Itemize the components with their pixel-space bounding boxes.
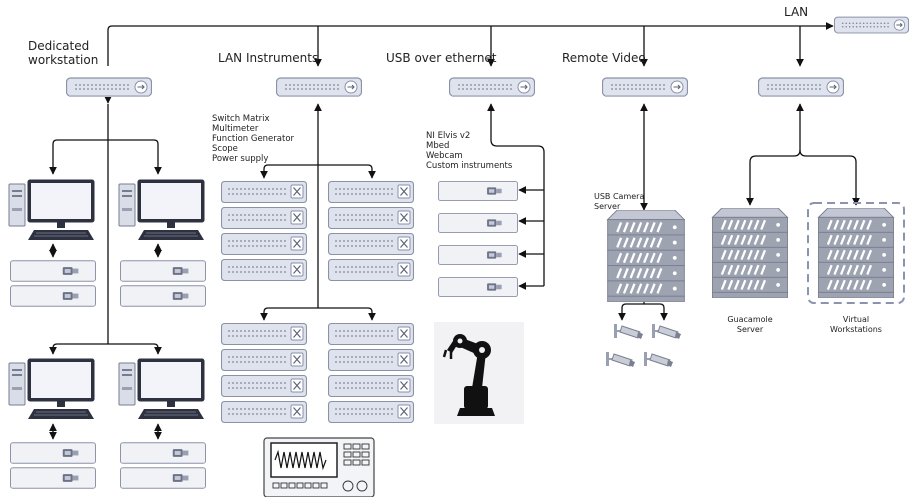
switch-dedicated-workstation [66,77,152,98]
server-rack-icon [817,208,895,298]
switch-lan-instruments [276,77,362,98]
label-usb-camera-line1: USB Camera [594,192,644,201]
label-virtual-line2: Workstations [830,325,882,334]
switch-usb-over-ethernet [449,77,535,98]
desktop-computer-icon [8,179,95,241]
list-item: NI Elvis v2 [426,131,470,141]
switch-remote-video [602,77,688,98]
label-dedicated-line1: Dedicated [28,39,89,53]
list-item: Power supply [212,154,268,164]
label-remote-video: Remote Video [562,51,646,65]
desktop-computer-icon [8,358,95,420]
label-virtual-line1: Virtual [843,315,869,324]
list-item: Switch Matrix [212,114,270,124]
robot-arm-icon [434,322,524,424]
oscilloscope-icon [263,437,375,497]
cctv-camera-icon [606,323,682,368]
server-rack-icon [711,208,789,298]
server-rack-icon [606,210,686,302]
list-item: Webcam [426,151,463,161]
label-dedicated-line2: workstation [28,53,98,67]
list-item: Scope [212,144,238,154]
desktop-computer-icon [118,358,205,420]
label-lan-instruments: LAN Instruments [218,51,318,65]
lan-switch-main [834,16,909,35]
list-item: Mbed [426,141,449,151]
switch-virtual-workstations [758,77,844,98]
network-wires [49,22,860,440]
list-item: Function Generator [212,134,295,144]
label-lan: LAN [784,5,808,19]
list-item: Custom instruments [426,161,513,171]
label-guacamole-line1: Guacamole [727,315,772,324]
label-usb-over-ethernet: USB over ethernet [386,51,497,65]
virtual-workstations-border [807,202,905,304]
usb-device-icon [438,180,518,298]
desktop-computer-icon [118,179,205,241]
list-item: Multimeter [212,124,259,134]
label-guacamole-line2: Server [737,325,764,334]
label-usb-camera-line2: Server [594,202,621,211]
lan-instrument-list: Switch Matrix Multimeter Function Genera… [212,114,295,164]
usb-device-list: NI Elvis v2 Mbed Webcam Custom instrumen… [426,131,513,171]
